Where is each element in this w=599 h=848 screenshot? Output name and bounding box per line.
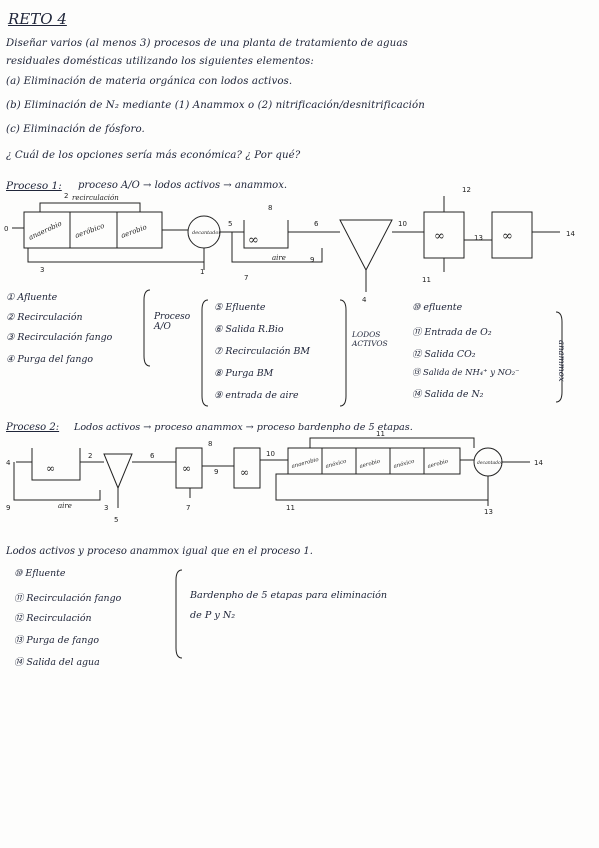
p2-legend-4: ⑬ Purga de fango: [14, 635, 100, 646]
statement-line-3: (a) Eliminación de materia orgánica con …: [6, 76, 293, 87]
p2-bracket-line-1: Bardenpho de 5 etapas para eliminación: [190, 590, 388, 601]
p2-num-14: 14: [534, 459, 543, 467]
p2-num-10: 10: [266, 450, 275, 458]
svg-text:∞: ∞: [240, 466, 249, 479]
statement-line-5: (c) Eliminación de fósforo.: [6, 124, 145, 135]
p1-num-7: 7: [244, 274, 248, 282]
p2-num-4: 4: [6, 459, 11, 467]
settler-label: decantador: [192, 230, 221, 236]
p2-legend-3: ⑫ Recirculación: [14, 613, 92, 624]
p2-legend-2: ⑪ Recirculación fango: [14, 593, 122, 604]
p1-num-6: 6: [314, 220, 319, 228]
p2-num-2: 2: [88, 452, 92, 460]
p2-tank-2: anóxico: [325, 457, 348, 469]
p2-num-5: 5: [114, 516, 118, 524]
p2-num-9b: 9: [214, 468, 218, 476]
svg-text:∞: ∞: [46, 462, 55, 475]
p1-num-5: 5: [228, 220, 232, 228]
p1-legend-mid-3: ⑦ Recirculación BM: [214, 346, 310, 357]
statement-line-1: Diseñar varios (al menos 3) procesos de …: [6, 38, 408, 49]
proceso1-description: proceso A/O → lodos activos → anammox.: [78, 180, 288, 191]
proceso2-note: Lodos activos y proceso anammox igual qu…: [6, 546, 313, 557]
p2-num-3: 3: [104, 504, 108, 512]
p2-num-11b: 11: [376, 430, 385, 438]
p1-legend-left-1: ① Afluente: [6, 292, 58, 303]
p1-num-4: 4: [362, 296, 367, 304]
p2-num-9: 9: [6, 504, 10, 512]
p1-legend-right-4: ⑬ Salida de NH₄⁺ y NO₂⁻: [412, 367, 520, 377]
p1-num-3: 3: [40, 266, 44, 274]
p1-legend-right-2: ⑪ Entrada de O₂: [412, 327, 492, 338]
p1-legend-mid-2: ⑥ Salida R.Bio: [214, 324, 284, 335]
p1-legend-left-3: ③ Recirculación fango: [6, 332, 113, 343]
p2-aire-label: aire: [58, 502, 72, 510]
p1-legend-left-4: ④ Purga del fango: [6, 354, 94, 365]
statement-line-4: (b) Eliminación de N₂ mediante (1) Anamm…: [6, 100, 425, 111]
proceso2-description: Lodos activos → proceso anammox → proces…: [74, 422, 413, 433]
svg-text:∞: ∞: [248, 233, 259, 248]
p1-bracket-left: Proceso A/O: [154, 312, 191, 332]
p1-legend-mid-4: ⑧ Purga BM: [214, 368, 274, 379]
p1-num-13: 13: [474, 234, 483, 242]
recirculation-label: recirculación: [72, 194, 119, 202]
statement-line-2: residuales domésticas utilizando los sig…: [6, 56, 314, 67]
p2-num-8: 8: [208, 440, 212, 448]
p1-num-0: 0: [4, 225, 8, 233]
p1-num-10: 10: [398, 220, 407, 228]
p1-legend-right-3: ⑫ Salida CO₂: [412, 349, 476, 360]
p2-num-6: 6: [150, 452, 155, 460]
p1-num-12: 12: [462, 186, 471, 194]
p2-bracket-line-2: de P y N₂: [190, 610, 236, 621]
p1-bracket-mid: LODOS ACTIVOS: [352, 330, 388, 348]
p1-legend-mid-5: ⑨ entrada de aire: [214, 390, 299, 401]
p2-tank-5: aerobio: [427, 459, 450, 470]
aire-label: aire: [272, 254, 286, 262]
proceso1-heading: Proceso 1:: [6, 180, 62, 192]
p1-num-9: 9: [310, 256, 314, 264]
p1-legend-left-2: ② Recirculación: [6, 312, 83, 323]
p2-tank-1: anaerobio: [291, 457, 320, 470]
p2-num-11: 11: [286, 504, 295, 512]
p2-settler-label: decantador: [477, 460, 504, 466]
page-title: RETO 4: [8, 10, 67, 28]
p1-num-1: 1: [200, 268, 204, 276]
p1-num-2: 2: [64, 192, 68, 200]
p2-legend-1: ⑩ Efluente: [14, 568, 66, 579]
p2-tank-4: anóxico: [393, 457, 416, 469]
proceso2-heading: Proceso 2:: [6, 422, 60, 433]
p1-num-8: 8: [268, 204, 272, 212]
p2-legend-5: ⑭ Salida del agua: [14, 657, 100, 668]
p1-legend-mid-1: ⑤ Efluente: [214, 302, 266, 313]
p1-num-14: 14: [566, 230, 575, 238]
statement-line-6: ¿ Cuál de los opciones sería más económi…: [6, 150, 301, 161]
svg-text:∞: ∞: [182, 462, 191, 475]
p2-num-7: 7: [186, 504, 190, 512]
p1-legend-right-5: ⑭ Salida de N₂: [412, 389, 484, 400]
svg-text:∞: ∞: [434, 229, 445, 244]
svg-text:∞: ∞: [502, 229, 513, 244]
p1-num-11: 11: [422, 276, 431, 284]
p2-num-13: 13: [484, 508, 493, 516]
p1-legend-right-1: ⑩ efluente: [412, 302, 463, 313]
p2-tank-3: aerobio: [359, 459, 382, 470]
